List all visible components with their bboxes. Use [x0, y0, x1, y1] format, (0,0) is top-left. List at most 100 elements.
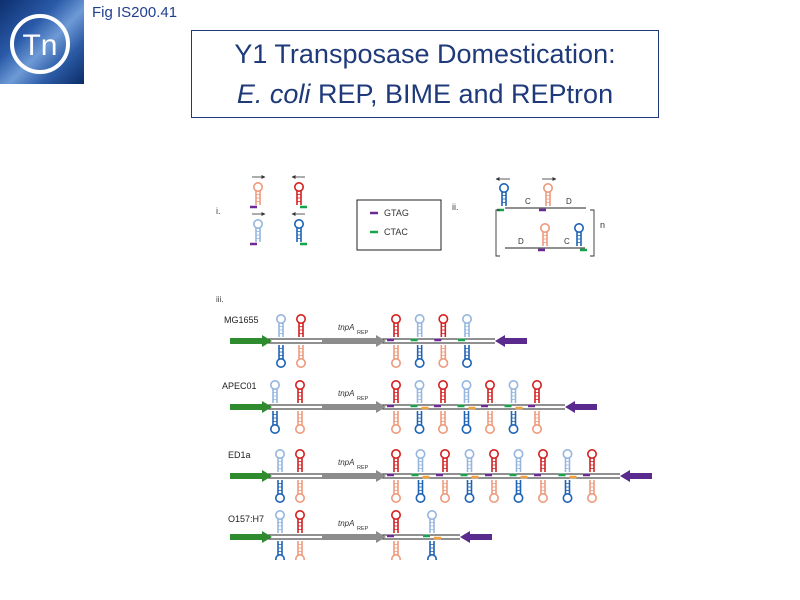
- rep-3-7-bottom: [488, 480, 499, 503]
- panel-i-rep-variants: [250, 175, 307, 246]
- rep-bime-reptron-diagram: i. GTAG CTAC ii. C D D C n iii. MG1655 tn…: [216, 175, 652, 560]
- rep-2-5-top: [438, 380, 449, 403]
- rep-4-2-top: [295, 509, 306, 533]
- rep-2-6-top: [461, 380, 472, 403]
- panel-iii-label: iii.: [216, 295, 224, 304]
- rep-3-8-top: [513, 448, 524, 472]
- tnpa-rep-gene-2: [322, 401, 386, 413]
- flanking-gene-arrow-left-2: [230, 401, 272, 413]
- rep-variant-2: [294, 182, 305, 205]
- panel-i-label: i.: [216, 206, 221, 216]
- panel-ii-label: ii.: [452, 202, 459, 212]
- rep-variant-1: [252, 182, 263, 205]
- rep-3-2-bottom: [295, 480, 306, 503]
- bime-rep-bottom-right: [573, 222, 584, 246]
- title-line-2-rest: REP, BIME and REPtron: [310, 79, 614, 109]
- title-line-2: E. coli REP, BIME and REPtron: [192, 74, 658, 114]
- flanking-gene-arrow-right-3: [620, 470, 652, 482]
- rep-1-4-top: [414, 314, 425, 337]
- rep-4-4-bottom: [427, 541, 437, 560]
- rep-3-6-bottom: [464, 480, 475, 503]
- bime-rep-bottom-left: [539, 222, 550, 246]
- rep-4-2-bottom: [295, 541, 305, 560]
- rep-2-2-bottom: [295, 411, 306, 435]
- bime-bracket-right: [590, 209, 595, 257]
- rep-2-5-bottom: [438, 411, 449, 435]
- tnpa-gene-label-4: tnpA: [338, 519, 354, 528]
- flanking-gene-arrow-right-1: [495, 335, 527, 347]
- rep-2-3-top: [391, 380, 402, 403]
- rep-2-4-bottom: [414, 411, 425, 435]
- tnpa-rep-gene-1: [322, 335, 386, 347]
- rep-3-10-bottom: [562, 480, 573, 503]
- rep-3-3-bottom: [391, 480, 402, 503]
- rep-3-11-top: [586, 448, 597, 472]
- rep-3-7-top: [488, 448, 499, 472]
- rep-1-4-bottom: [414, 345, 425, 369]
- tnpa-gene-subscript-2: REP: [357, 396, 369, 402]
- tnpa-gene-subscript-1: REP: [357, 330, 369, 336]
- rep-4-4-top: [427, 509, 438, 533]
- flanking-gene-arrow-right-4: [460, 531, 492, 543]
- rep-variant-4: [294, 218, 305, 242]
- rep-1-5-bottom: [438, 345, 449, 369]
- legend-box: [356, 199, 442, 251]
- title-species: E. coli: [236, 79, 311, 109]
- tnpa-gene-subscript-4: REP: [357, 526, 369, 532]
- rep-2-8-top: [508, 380, 519, 403]
- panel-ii-bime: C D D C n: [495, 177, 605, 257]
- motif-legend: GTAG CTAC: [356, 199, 442, 251]
- rep-3-10-top: [562, 448, 573, 472]
- bime-seg-c-2: C: [564, 237, 570, 246]
- bime-repeat-n: n: [600, 220, 605, 230]
- rep-3-2-top: [295, 448, 306, 472]
- rep-4-3-bottom: [391, 541, 401, 560]
- rep-2-8-bottom: [508, 411, 519, 435]
- rep-2-4-top: [414, 380, 425, 403]
- rep-3-5-top: [440, 448, 451, 472]
- rep-2-7-bottom: [484, 411, 495, 435]
- tnpa-gene-subscript-3: REP: [357, 465, 369, 471]
- rep-1-1-bottom: [276, 345, 287, 369]
- bime-rep-top-right: [542, 183, 553, 206]
- rep-3-1-bottom: [275, 480, 286, 503]
- figure-label: Fig IS200.41: [92, 4, 178, 21]
- rep-3-1-top: [275, 448, 286, 472]
- rep-2-6-bottom: [461, 411, 472, 435]
- rep-1-5-top: [438, 314, 449, 337]
- rep-3-8-bottom: [513, 480, 524, 503]
- rep-1-3-bottom: [391, 345, 402, 369]
- rep-3-11-bottom: [586, 480, 597, 503]
- logo-text: Tn: [22, 29, 57, 62]
- locus-name-2: APEC01: [222, 381, 257, 391]
- rep-2-2-top: [295, 380, 306, 403]
- rep-1-6-top: [461, 314, 472, 337]
- title-box: Y1 Transposase Domestication: E. coli RE…: [191, 30, 659, 118]
- rep-3-3-top: [391, 448, 402, 472]
- rep-1-1-top: [276, 314, 287, 337]
- title-line-1: Y1 Transposase Domestication:: [234, 39, 616, 69]
- locus-name-1: MG1655: [224, 315, 259, 325]
- bime-seg-d-2: D: [518, 237, 524, 246]
- tn-logo: Tn: [0, 0, 84, 84]
- rep-4-3-top: [391, 509, 402, 533]
- tnpa-gene-label-2: tnpA: [338, 389, 354, 398]
- flanking-gene-arrow-left-1: [230, 335, 272, 347]
- rep-2-1-top: [270, 380, 281, 403]
- rep-2-9-bottom: [531, 411, 542, 435]
- rep-1-2-bottom: [296, 345, 307, 369]
- rep-3-4-top: [415, 448, 426, 472]
- bime-seg-c-1: C: [525, 197, 531, 206]
- rep-3-5-bottom: [440, 480, 451, 503]
- rep-2-7-top: [484, 380, 495, 403]
- rep-3-9-bottom: [537, 480, 548, 503]
- rep-variant-3: [252, 218, 263, 242]
- panel-iii-reptron-loci: MG1655tnpAREPAPEC01tnpAREPED1atnpAREPO15…: [222, 314, 652, 560]
- bime-seg-d-1: D: [566, 197, 572, 206]
- rep-4-1-top: [275, 509, 286, 533]
- rep-1-2-top: [296, 314, 307, 337]
- flanking-gene-arrow-left-4: [230, 531, 272, 543]
- rep-1-6-bottom: [461, 345, 472, 369]
